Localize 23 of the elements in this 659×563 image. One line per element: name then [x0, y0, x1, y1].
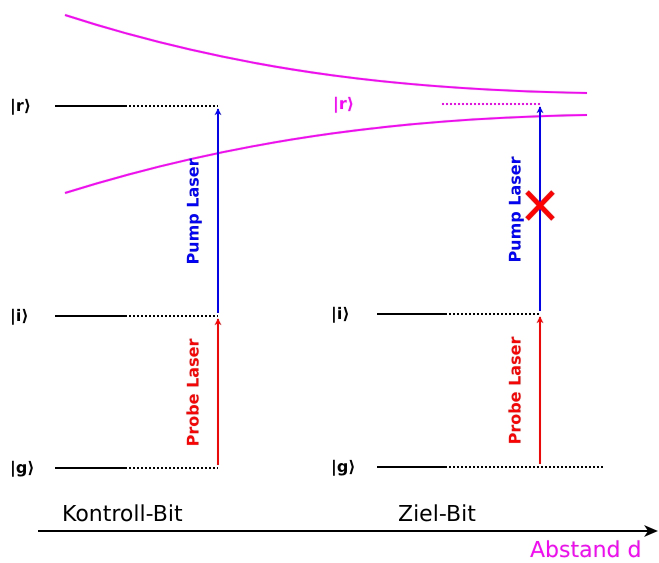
energy-level — [377, 311, 540, 317]
ket-label: |g⟩ — [331, 458, 356, 476]
edge-label: Pump Laser — [506, 156, 525, 262]
arrow — [214, 108, 222, 313]
energy-level — [55, 313, 218, 319]
axis-label: Abstand d — [530, 538, 642, 563]
arrow — [536, 316, 544, 464]
edge-label: Pump Laser — [184, 158, 203, 264]
energy-level — [55, 465, 218, 471]
ket-label: |r⟩ — [333, 95, 354, 113]
energy-level — [377, 464, 605, 470]
ket-label: |i⟩ — [10, 307, 29, 325]
edge-label: Probe Laser — [183, 338, 202, 446]
qubit-label: Ziel-Bit — [398, 502, 476, 528]
edge-label: Probe Laser — [505, 336, 524, 444]
qubit-label: Kontroll-Bit — [62, 502, 183, 528]
energy-level — [442, 101, 540, 107]
arrow — [214, 318, 222, 465]
ket-label: |g⟩ — [10, 459, 35, 477]
ket-label: |r⟩ — [10, 97, 32, 115]
energy-level — [55, 103, 218, 109]
ket-label: |i⟩ — [331, 305, 350, 323]
arrow — [536, 106, 544, 311]
